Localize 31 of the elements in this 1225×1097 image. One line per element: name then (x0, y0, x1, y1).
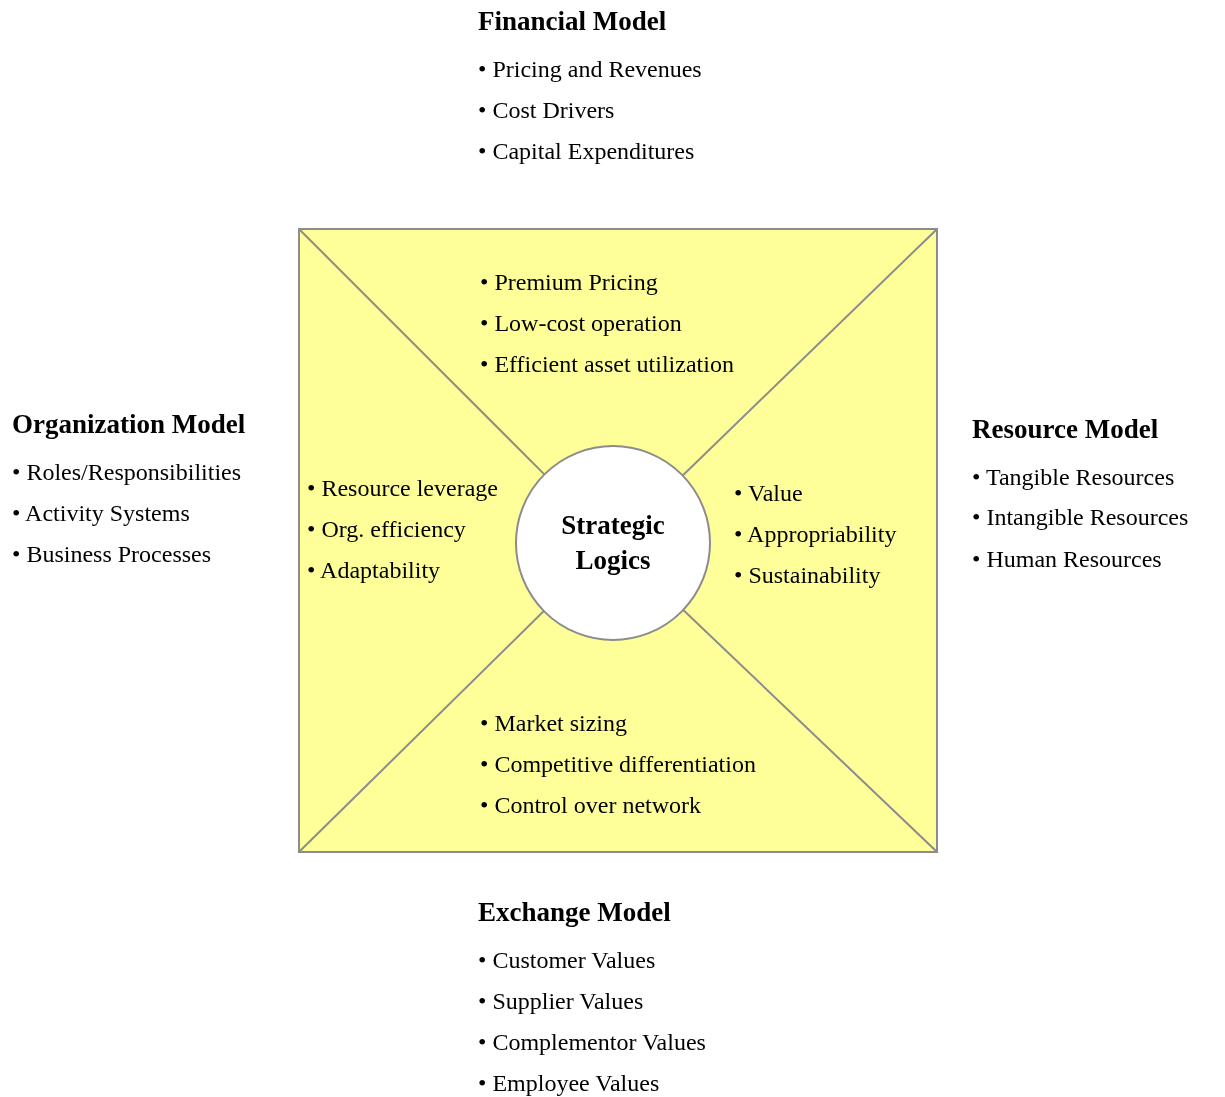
list-item: • Pricing and Revenues (478, 55, 702, 83)
list-item: • Employee Values (478, 1069, 660, 1097)
list-item: • Capital Expenditures (478, 137, 695, 165)
list-item: • Competitive differentiation (480, 750, 756, 778)
list-item: • Sustainability (734, 561, 881, 589)
list-item: • Supplier Values (478, 987, 644, 1015)
list-item: • Tangible Resources (972, 463, 1175, 491)
list-item: • Complementor Values (478, 1028, 706, 1056)
list-item: • Value (734, 479, 803, 507)
section-heading: Financial Model (478, 6, 667, 36)
list-item: • Efficient asset utilization (480, 350, 734, 378)
list-item: • Human Resources (972, 545, 1162, 573)
list-item: • Roles/Responsibilities (12, 458, 242, 486)
list-item: • Resource leverage (307, 474, 498, 502)
square-panel (298, 228, 938, 853)
list-item: • Org. efficiency (307, 515, 466, 543)
list-item: • Premium Pricing (480, 268, 658, 296)
list-item: • Intangible Resources (972, 503, 1189, 531)
list-item: • Low-cost operation (480, 309, 682, 337)
list-item: • Customer Values (478, 946, 656, 974)
section-heading: Resource Model (972, 414, 1159, 444)
list-item: • Cost Drivers (478, 96, 615, 124)
list-item: • Appropriability (734, 520, 897, 548)
circle-label: Strategic Logics (560, 509, 666, 577)
section-heading: Organization Model (12, 409, 246, 439)
section-heading: Exchange Model (478, 897, 671, 927)
list-item: • Business Processes (12, 540, 212, 568)
list-item: • Market sizing (480, 709, 628, 737)
list-item: • Activity Systems (12, 499, 190, 527)
list-item: • Control over network (480, 791, 702, 819)
list-item: • Adaptability (307, 556, 441, 584)
